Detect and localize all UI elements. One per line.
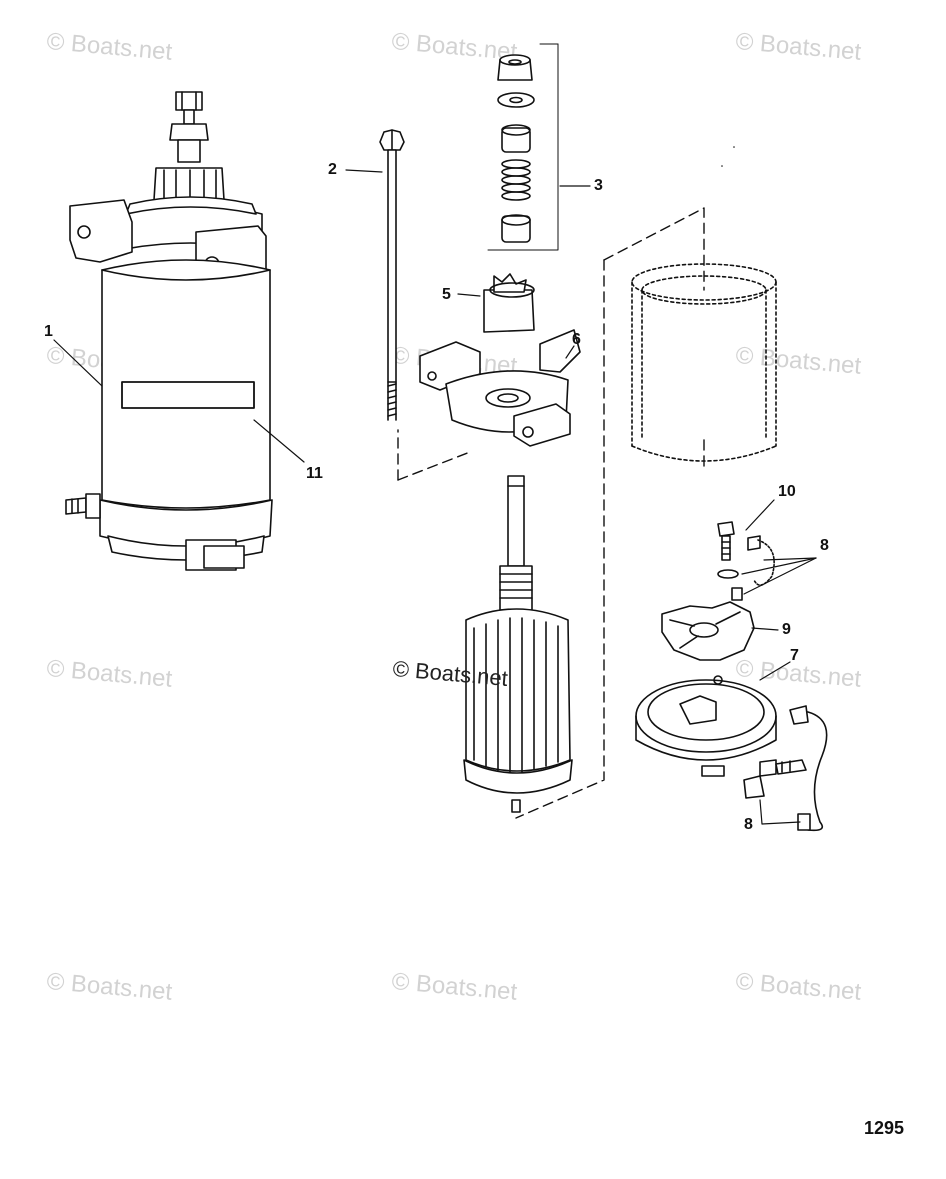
guide-lines bbox=[397, 207, 705, 819]
callout-5: 5 bbox=[442, 286, 451, 303]
callout-3: 3 bbox=[594, 177, 603, 194]
through-bolt bbox=[379, 129, 405, 421]
drive-kit bbox=[487, 43, 559, 251]
frame-housing bbox=[631, 263, 777, 462]
callout-9: 9 bbox=[782, 621, 791, 638]
armature bbox=[463, 475, 573, 813]
callout-2: 2 bbox=[328, 161, 337, 178]
callout-8: 8 bbox=[820, 537, 829, 554]
callout-1: 1 bbox=[44, 323, 53, 340]
callout-10: 10 bbox=[778, 483, 796, 500]
pinion-gear bbox=[483, 273, 535, 333]
drive-end-cap bbox=[419, 329, 581, 447]
callout-7: 7 bbox=[790, 647, 799, 664]
starter-motor-assembly bbox=[65, 91, 273, 571]
brush-holder bbox=[661, 601, 755, 661]
page-number: 1295 bbox=[864, 1118, 905, 1138]
callout-8: 8 bbox=[744, 816, 753, 833]
callout-11: 11 bbox=[306, 465, 323, 482]
commutator-end-cap bbox=[635, 675, 828, 832]
callout-6: 6 bbox=[572, 331, 581, 348]
brush-hardware bbox=[717, 521, 775, 601]
leader-lines bbox=[53, 169, 817, 825]
